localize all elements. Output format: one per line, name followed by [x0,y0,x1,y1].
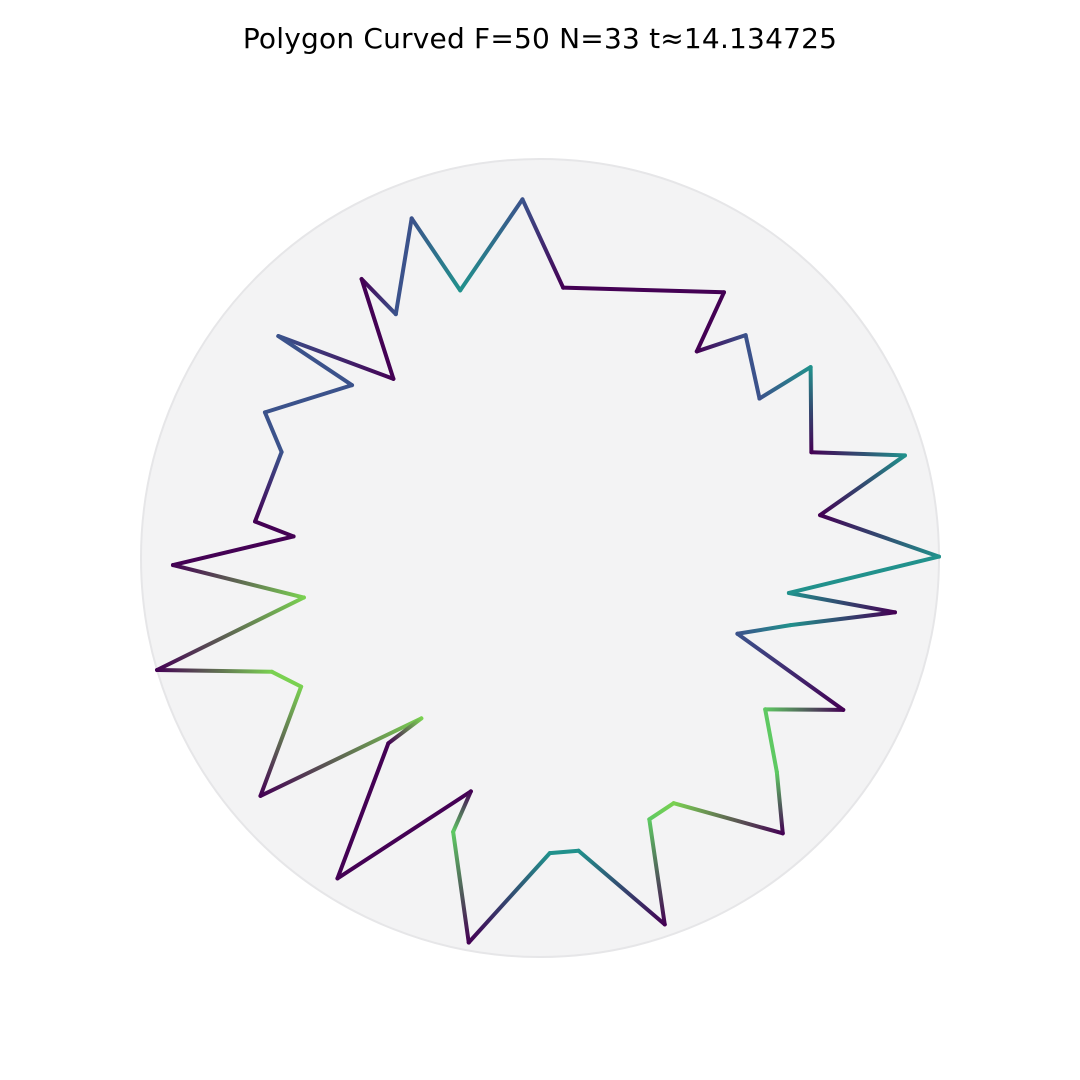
polygon-edge [359,277,398,317]
polygon-edge [818,453,907,518]
polygon-edge [258,716,424,798]
polygon-edge [818,513,941,559]
polygon-edge [808,365,814,455]
polygon-edge [262,410,284,455]
polygon-edge [757,365,813,401]
polygon-edge [335,741,391,881]
polygon-edge [647,817,667,927]
polygon-edge [763,707,846,712]
polygon-edge [735,631,846,712]
polygon-edge [809,450,907,458]
polygon-edge [466,851,552,945]
polygon-edge [393,216,414,317]
polygon-edge [743,333,762,401]
polygon-edge [458,197,525,293]
polygon-edge [694,333,748,354]
polygon-edge [786,554,941,595]
polygon-edge [576,848,667,927]
polygon-edge [262,383,355,415]
polygon-edge [359,277,396,381]
polygon-edge [335,789,473,881]
polygon-edge [694,290,726,354]
polygon-edge [786,590,897,615]
polygon-edge [561,285,726,295]
polygon-edge [671,801,785,836]
polygon-edge [520,197,566,290]
polygon-edge [276,334,396,381]
background-disk [140,158,940,958]
polygon-edge [788,610,897,628]
polygon-edge [647,801,676,822]
polygon-edge [170,534,296,568]
polygon-edge [451,789,473,834]
polygon-edge [547,848,581,856]
polygon-edge [155,667,274,674]
polygon-edge [409,216,463,293]
polygon-edge [269,669,304,689]
figure-title: Polygon Curved F=50 N=33 t≈14.134725 [242,22,838,55]
polygon-edge [451,829,471,945]
polygon-edge [276,334,355,388]
polygon-edge [774,770,785,836]
polygon-edge [155,595,306,672]
polygon-edge [170,563,306,600]
polygon-edge [253,519,296,539]
polygon-edge [253,450,284,524]
polygon-edges [155,197,941,945]
polygon-edge [258,684,304,798]
polygon-edge [735,623,793,636]
polygon-edge [386,716,424,746]
polygon-edge [763,707,779,775]
